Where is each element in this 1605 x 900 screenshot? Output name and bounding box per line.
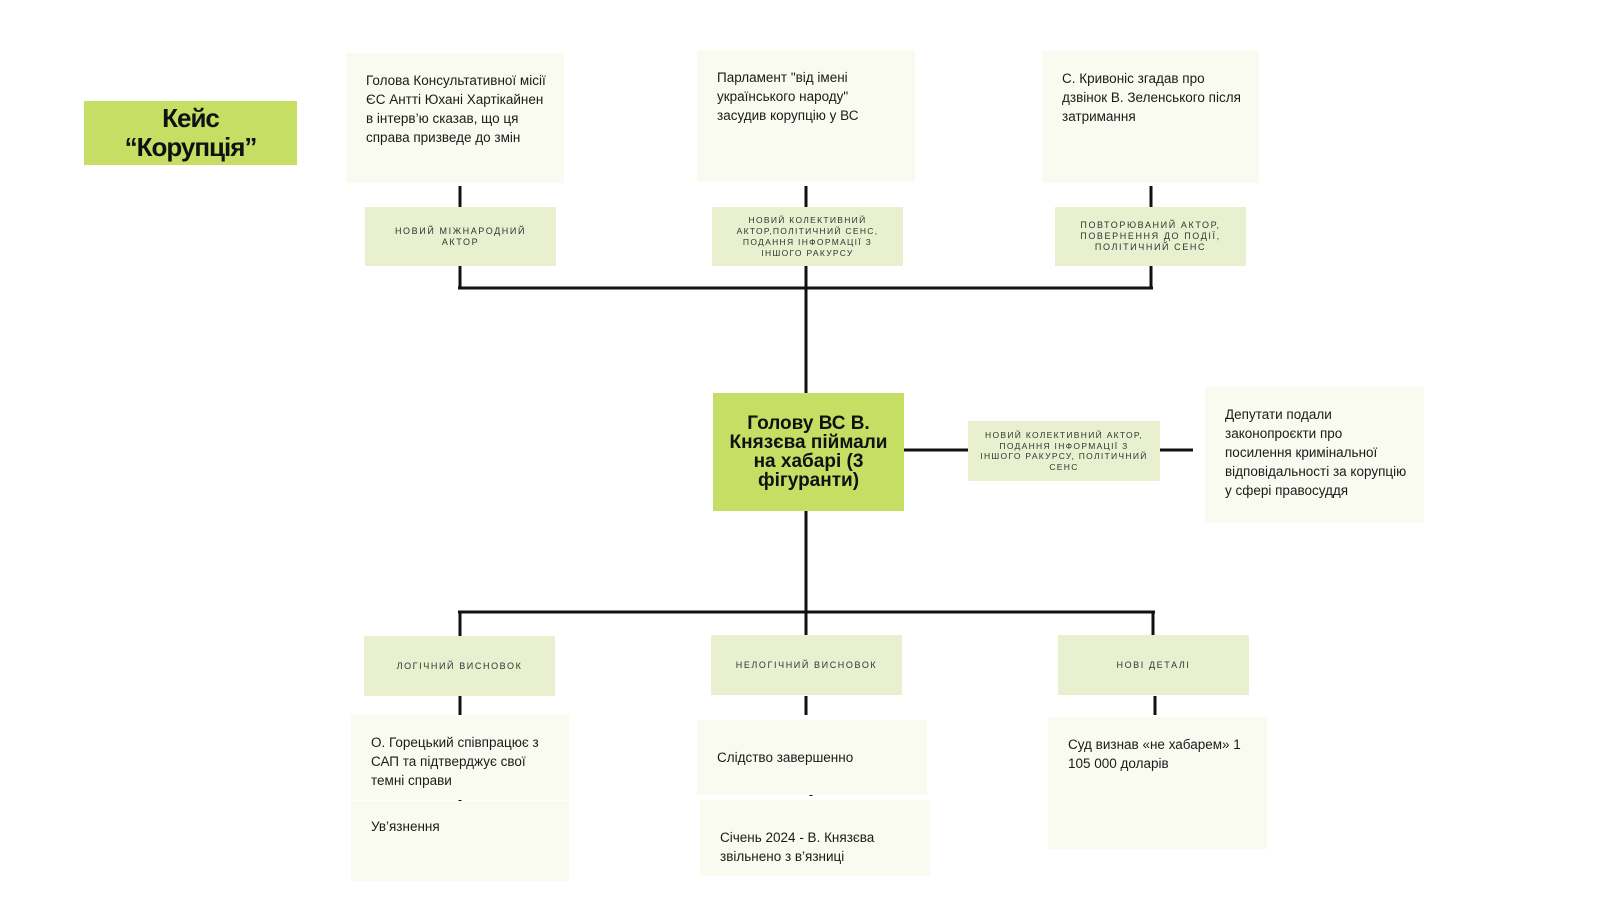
note-text: Голова Консультативної місії ЄС Антті Юх…	[366, 73, 546, 145]
bottom-note-imprisonment: Ув’язнення	[351, 801, 569, 881]
note-text: Депутати подали законопроєкти про посиле…	[1225, 407, 1407, 498]
bottom-note-investigation-completed: Слідство завершенно	[697, 720, 927, 795]
central-event-text: Голову ВС В. Князєва піймали на хабарі (…	[729, 413, 888, 491]
top-note-parliament: Парламент "від імені українського народу…	[697, 50, 915, 182]
right-note-deputies: Депутати подали законопроєкти про посиле…	[1205, 387, 1424, 523]
note-text: Суд визнав «не хабарем» 1 105 000 доларі…	[1068, 737, 1241, 771]
tag-text: новий міжнародний актор	[394, 225, 527, 247]
note-text: Ув’язнення	[371, 819, 440, 834]
top-tag-repeated-actor: повторюваний актор, повернення до події,…	[1055, 207, 1246, 266]
right-tag-collective-actor: новий колективний актор, подання інформа…	[968, 421, 1160, 481]
tag-text: новий колективний актор,політичний сенс,…	[736, 214, 879, 258]
tag-text: нові деталі	[1116, 659, 1191, 670]
bottom-note-released: Січень 2024 - В. Князєва звільнено з в’я…	[700, 800, 930, 876]
top-note-kryvonis: С. Кривоніс згадав про дзвінок В. Зеленс…	[1042, 51, 1259, 183]
note-text: О. Горецький співпрацює з САП та підтвер…	[371, 735, 539, 788]
tag-text: новий колективний актор, подання інформа…	[980, 430, 1148, 472]
top-tag-collective-actor: новий колективний актор,політичний сенс,…	[712, 207, 903, 266]
note-text: Слідство завершенно	[717, 750, 854, 765]
note-text: Парламент "від імені українського народу…	[717, 70, 859, 123]
top-tag-international-actor: новий міжнародний актор	[365, 207, 556, 266]
page-title: Кейс “Корупція”	[84, 101, 297, 165]
note-text: Січень 2024 - В. Князєва звільнено з в’я…	[720, 830, 875, 864]
bottom-note-court-decision: Суд визнав «не хабарем» 1 105 000 доларі…	[1048, 717, 1267, 849]
bottom-tag-logical-conclusion: логічний висновок	[364, 636, 555, 696]
bottom-note-horetskyi: О. Горецький співпрацює з САП та підтвер…	[351, 715, 569, 800]
tag-text: логічний висновок	[396, 660, 523, 671]
bottom-tag-illogical-conclusion: нелогічний висновок	[711, 635, 902, 695]
tag-text: повторюваний актор, повернення до події,…	[1080, 220, 1221, 252]
top-note-international-actor: Голова Консультативної місії ЄС Антті Юх…	[346, 53, 564, 183]
central-event: Голову ВС В. Князєва піймали на хабарі (…	[713, 393, 904, 511]
bottom-tag-new-details: нові деталі	[1058, 635, 1249, 695]
tag-text: нелогічний висновок	[735, 659, 878, 670]
note-text: С. Кривоніс згадав про дзвінок В. Зеленс…	[1062, 71, 1241, 124]
